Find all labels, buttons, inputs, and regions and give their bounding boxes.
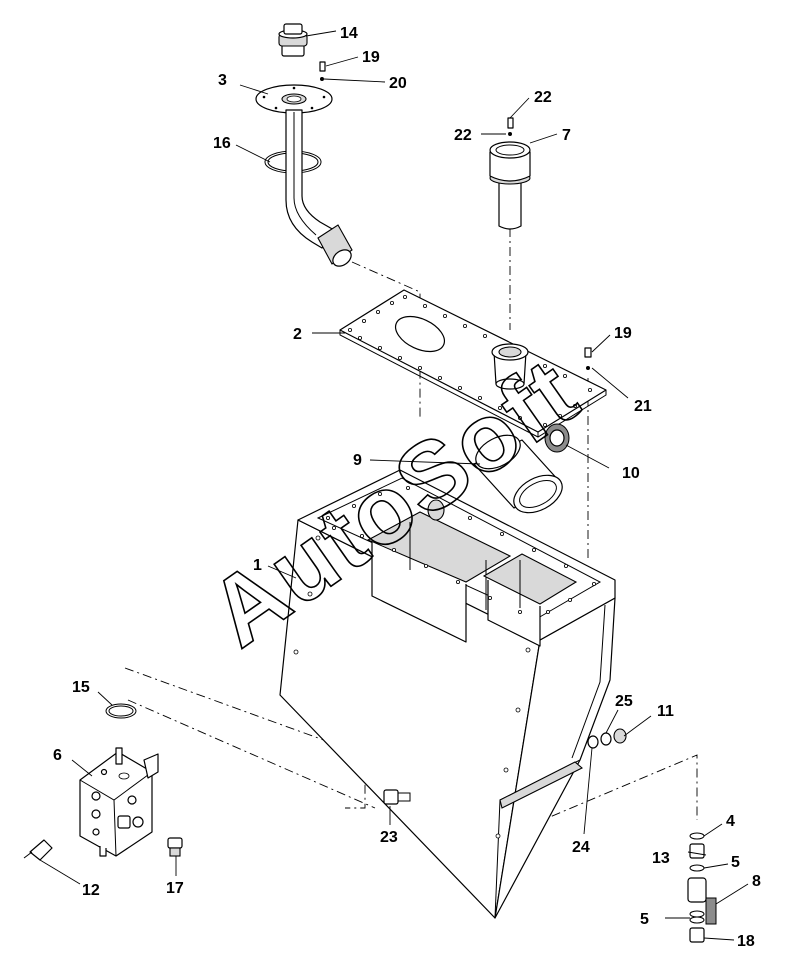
callout-12: 13 bbox=[652, 850, 670, 867]
callout-13: 12 bbox=[82, 882, 100, 899]
callout-7: 7 bbox=[562, 127, 571, 144]
callout-4: 4 bbox=[726, 813, 735, 830]
callout-16: 15 bbox=[72, 679, 90, 696]
callout-10: 8 bbox=[752, 873, 761, 890]
leader-lines bbox=[39, 30, 749, 941]
part-7-breather-filter bbox=[489, 141, 531, 230]
callout-11: 11 bbox=[657, 703, 674, 720]
callout-6: 6 bbox=[53, 747, 62, 764]
part-9-seal bbox=[544, 423, 570, 453]
callout-5-upper: 5 bbox=[731, 854, 740, 871]
callout-labels: 14 19 20 3 16 22 22 7 2 19 21 10 9 1 15 … bbox=[53, 25, 761, 950]
callout-20: 22 bbox=[454, 127, 472, 144]
callout-23: 23 bbox=[380, 829, 398, 846]
callout-9: 10 bbox=[622, 465, 640, 482]
callout-21: 22 bbox=[534, 89, 552, 106]
callout-22-right: 21 bbox=[634, 398, 652, 415]
callout-24: 24 bbox=[572, 839, 590, 856]
part-6-valve-block bbox=[79, 747, 159, 857]
callout-25: 25 bbox=[615, 693, 633, 710]
suction-pipe bbox=[285, 109, 353, 267]
callout-17: 16 bbox=[213, 135, 231, 152]
callout-18: 17 bbox=[166, 880, 184, 897]
part-15-filler-cap bbox=[278, 23, 308, 57]
part-13-pressure-sender bbox=[23, 839, 53, 861]
callout-22-top: 20 bbox=[389, 75, 407, 92]
part-18-fitting bbox=[167, 837, 183, 857]
callout-8: 9 bbox=[353, 452, 362, 469]
part-1-hydraulic-tank bbox=[279, 469, 616, 919]
callout-5-lower: 5 bbox=[640, 911, 649, 928]
callout-14: 18 bbox=[737, 933, 755, 950]
part-3-suction-flange bbox=[255, 84, 333, 114]
callout-19-top: 19 bbox=[362, 49, 380, 66]
callout-15: 14 bbox=[340, 25, 358, 42]
cover-bolt-holes bbox=[347, 294, 593, 427]
callout-19-right: 19 bbox=[614, 325, 632, 342]
callout-1: 1 bbox=[253, 557, 262, 574]
callout-2: 2 bbox=[293, 326, 302, 343]
tank-bolt-holes bbox=[325, 485, 597, 615]
parts-24-25-11-washers-and-nut bbox=[587, 728, 627, 749]
part-16-o-ring bbox=[105, 703, 137, 719]
screws-and-washers bbox=[319, 61, 592, 370]
drain-valve-assembly bbox=[687, 832, 717, 943]
part-23-drain-plug bbox=[383, 789, 411, 805]
callout-3: 3 bbox=[218, 72, 227, 89]
part-8-return-filter bbox=[473, 434, 563, 514]
